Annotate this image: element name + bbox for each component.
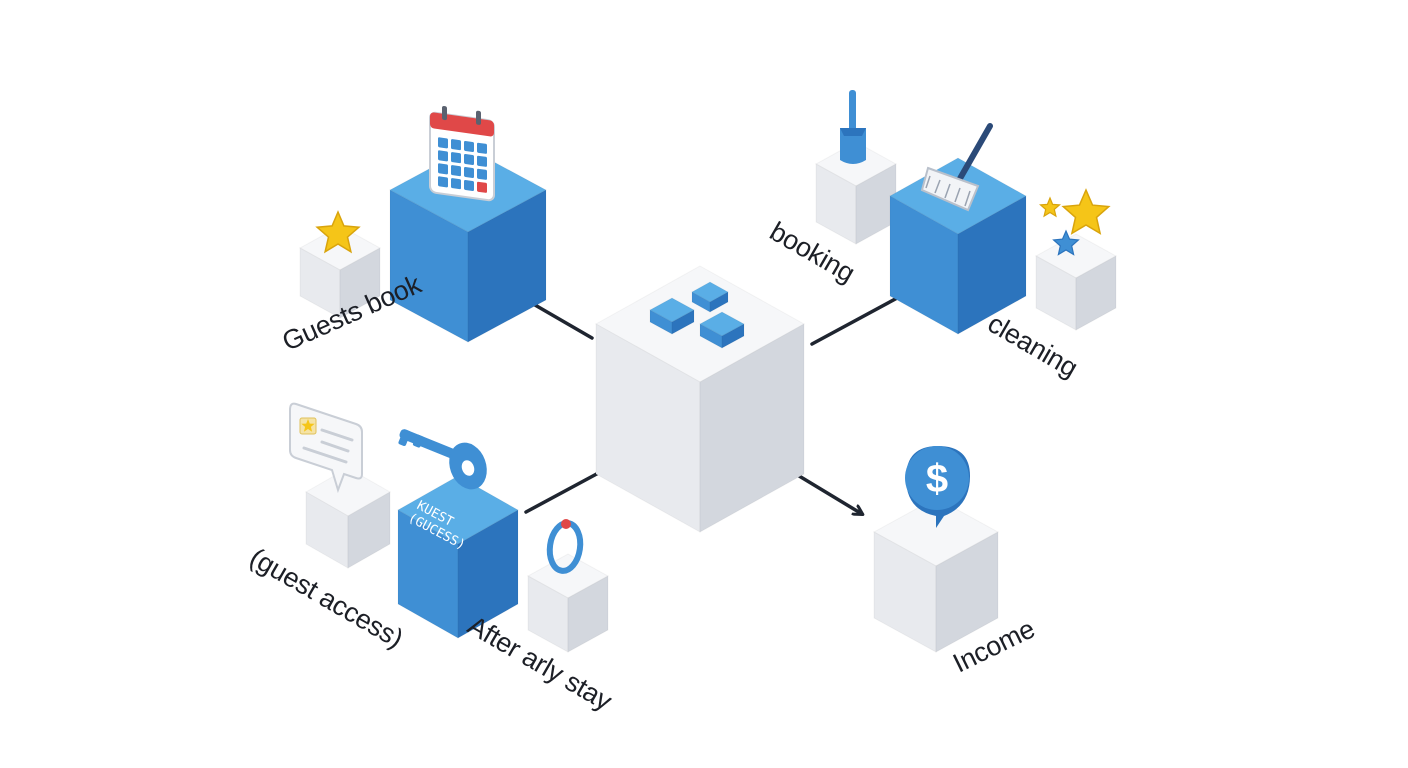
calendar-cell xyxy=(464,140,474,152)
cube-hub-right xyxy=(699,323,805,533)
calendar-cell xyxy=(438,137,448,149)
key-ring-icon xyxy=(546,519,584,574)
stars-right-icon xyxy=(1039,188,1111,256)
cube-calendar-right xyxy=(467,189,547,343)
cube-small-stars-right xyxy=(1034,233,1118,331)
calendar-cell xyxy=(438,163,448,175)
calendar-cell xyxy=(477,142,487,154)
cube-broom xyxy=(888,157,1028,335)
calendar-cell xyxy=(464,179,474,191)
calendar-cell xyxy=(451,139,461,151)
cube-income-right xyxy=(935,531,999,653)
calendar-cell xyxy=(451,165,461,177)
line-hub-to-cleaning xyxy=(810,288,914,346)
broom-icon xyxy=(920,123,993,212)
cube-small-star-left xyxy=(298,225,382,319)
calendar-cell xyxy=(477,181,487,193)
calendar-cell xyxy=(477,155,487,167)
cube-review-right xyxy=(347,491,391,569)
key-icon xyxy=(398,429,487,490)
cube-ring xyxy=(526,553,610,653)
cube-broom-right xyxy=(957,195,1027,335)
calendar-cell xyxy=(438,176,448,188)
cubes xyxy=(298,141,1118,653)
cube-small-star-left-right xyxy=(339,247,381,319)
dollar-coin-icon: $ xyxy=(905,446,970,528)
calendar-cell xyxy=(477,168,487,180)
calendar-cell xyxy=(464,166,474,178)
cube-income xyxy=(872,497,1000,653)
cube-small-stars-right-right xyxy=(1075,255,1117,331)
blocks-icon xyxy=(648,281,746,349)
calendar-cell xyxy=(464,153,474,165)
calendar-icon xyxy=(429,105,495,202)
dustpan-icon xyxy=(840,90,866,164)
cube-key-right xyxy=(457,509,519,639)
cube-key xyxy=(396,475,520,639)
svg-text:$: $ xyxy=(926,457,948,501)
calendar-cell xyxy=(451,152,461,164)
calendar-cell xyxy=(451,178,461,190)
cube-ring-right xyxy=(567,575,609,653)
cube-dustpan xyxy=(814,141,898,245)
calendar-cell xyxy=(438,150,448,162)
review-card-icon xyxy=(289,402,363,494)
cube-review xyxy=(304,467,392,569)
star-icon xyxy=(315,210,361,254)
